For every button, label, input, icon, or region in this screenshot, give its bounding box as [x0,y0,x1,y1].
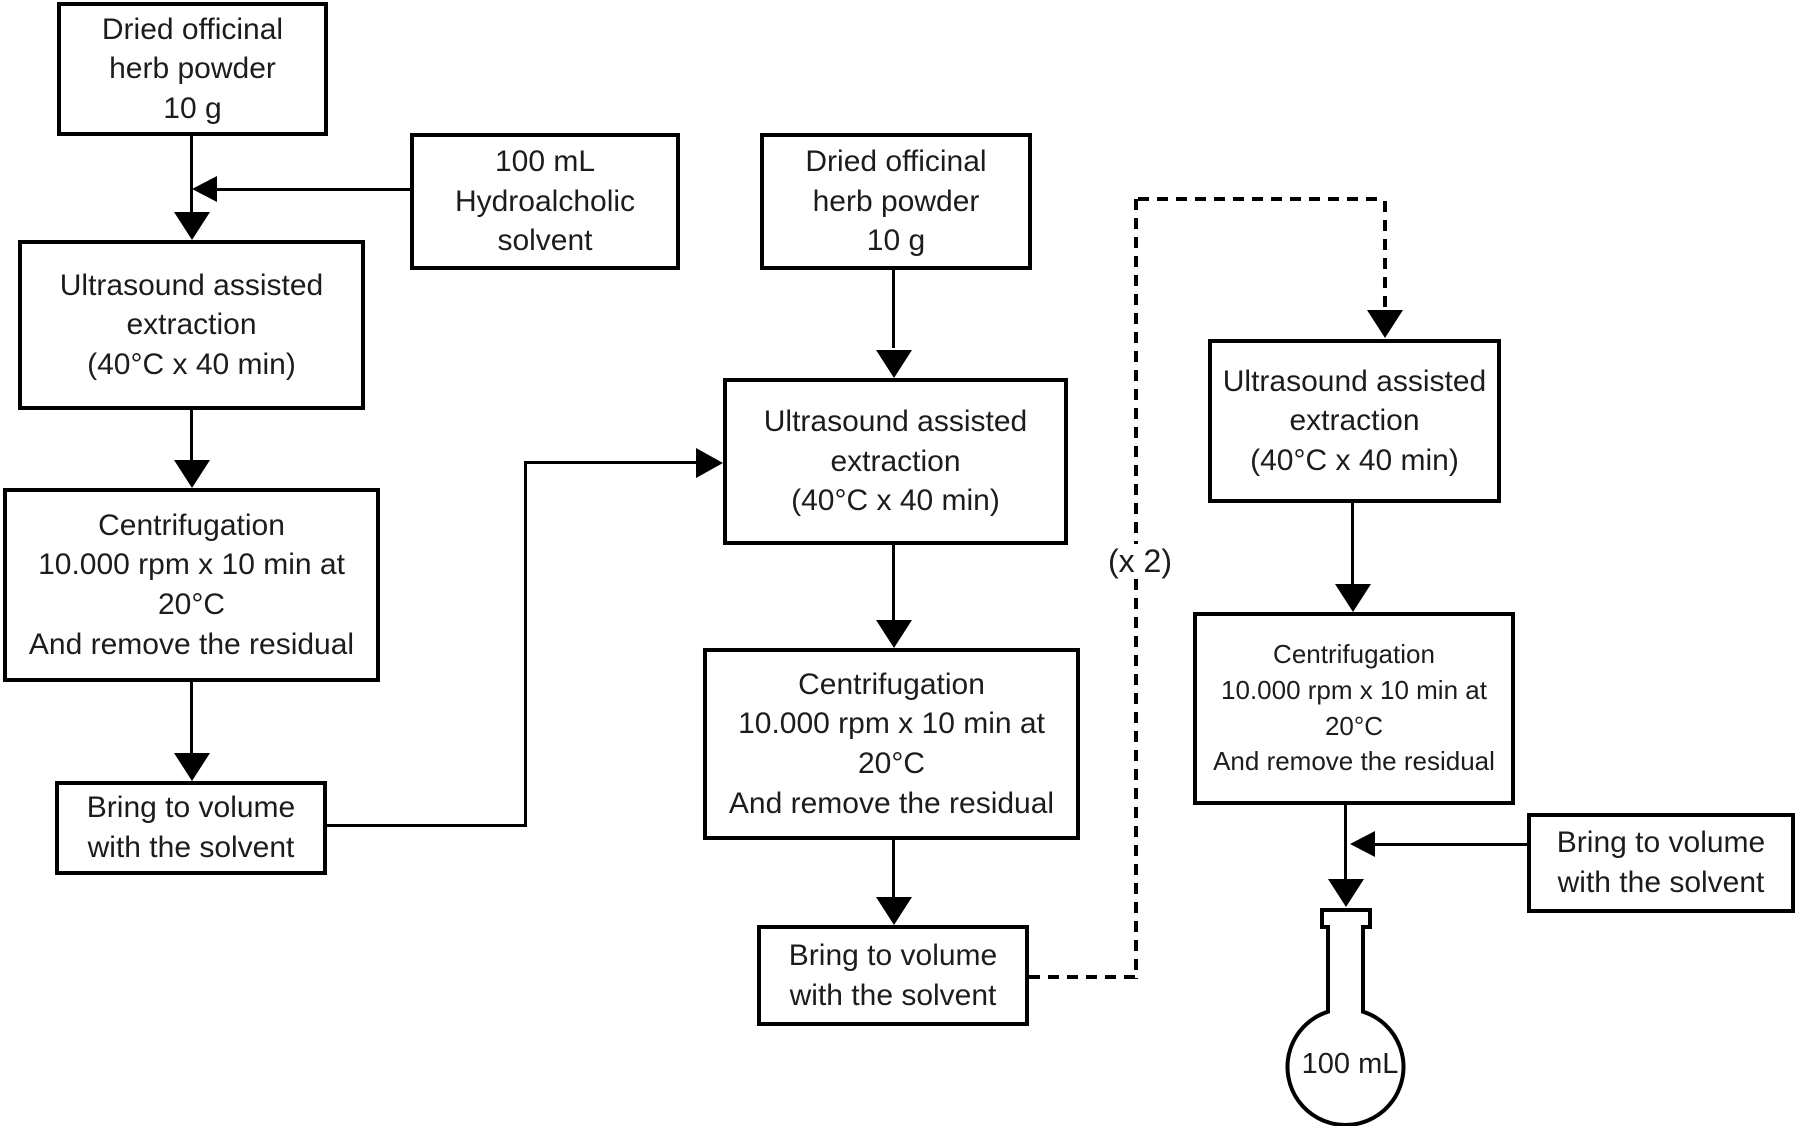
repeat-count-label: (x 2) [1085,543,1195,580]
dashed-connector-into-extraction3 [1383,201,1387,310]
dashed-connector-btv2-out [1029,975,1136,979]
box-dried-herb-powder-2: Dried officinal herb powder 10 g [760,133,1032,270]
arrowhead-down-icon [174,753,210,781]
arrowhead-down-icon [174,212,210,240]
arrowhead-down-icon [876,620,912,648]
connector-solvent-to-herb-stream [196,188,410,191]
connector-herb2-to-extraction2 [892,270,895,348]
box-bring-to-volume-3: Bring to volume with the solvent [1527,813,1795,913]
box-ultrasound-extraction-1: Ultrasound assisted extraction (40°C x 4… [18,240,365,410]
box-centrifugation-3: Centrifugation 10.000 rpm x 10 min at 20… [1193,612,1515,805]
box-bring-to-volume-2: Bring to volume with the solvent [757,925,1029,1026]
box-dried-herb-powder-1: Dried officinal herb powder 10 g [57,2,328,136]
connector-centrifugation3-to-flask [1344,805,1347,879]
connector-btv1-elbow-vertical [524,461,527,827]
connector-btv1-elbow-top [524,461,696,464]
arrowhead-down-icon [1328,879,1364,907]
box-centrifugation-2: Centrifugation 10.000 rpm x 10 min at 20… [703,648,1080,840]
arrowhead-down-icon [174,460,210,488]
arrowhead-down-icon [1367,310,1403,338]
box-hydroalcholic-solvent: 100 mL Hydroalcholic solvent [410,133,680,270]
box-bring-to-volume-1: Bring to volume with the solvent [55,781,327,875]
arrowhead-down-icon [876,897,912,925]
arrowhead-down-icon [1335,584,1371,612]
connector-extraction1-to-centrifugation1 [190,410,193,460]
dashed-connector-vertical [1134,199,1138,979]
connector-btv3-to-flask-stream [1374,843,1527,846]
connector-herb1-to-extraction1 [190,136,193,212]
volumetric-flask-icon [1280,906,1420,1126]
box-centrifugation-1: Centrifugation 10.000 rpm x 10 min at 20… [3,488,380,682]
box-ultrasound-extraction-2: Ultrasound assisted extraction (40°C x 4… [723,378,1068,545]
flask-volume-label: 100 mL [1301,1048,1399,1080]
dashed-connector-top [1138,197,1385,201]
box-ultrasound-extraction-3: Ultrasound assisted extraction (40°C x 4… [1208,339,1501,503]
arrowhead-down-icon [876,350,912,378]
connector-extraction2-to-centrifugation2 [892,545,895,620]
arrowhead-left-icon [192,176,217,202]
connector-centrifugation2-to-btv2 [892,840,895,897]
arrowhead-right-icon [696,448,723,478]
arrowhead-left-icon [1350,831,1375,857]
connector-extraction3-to-centrifugation3 [1351,503,1354,584]
connector-centrifugation1-to-btv1 [190,682,193,753]
connector-btv1-elbow-bottom [327,824,527,827]
